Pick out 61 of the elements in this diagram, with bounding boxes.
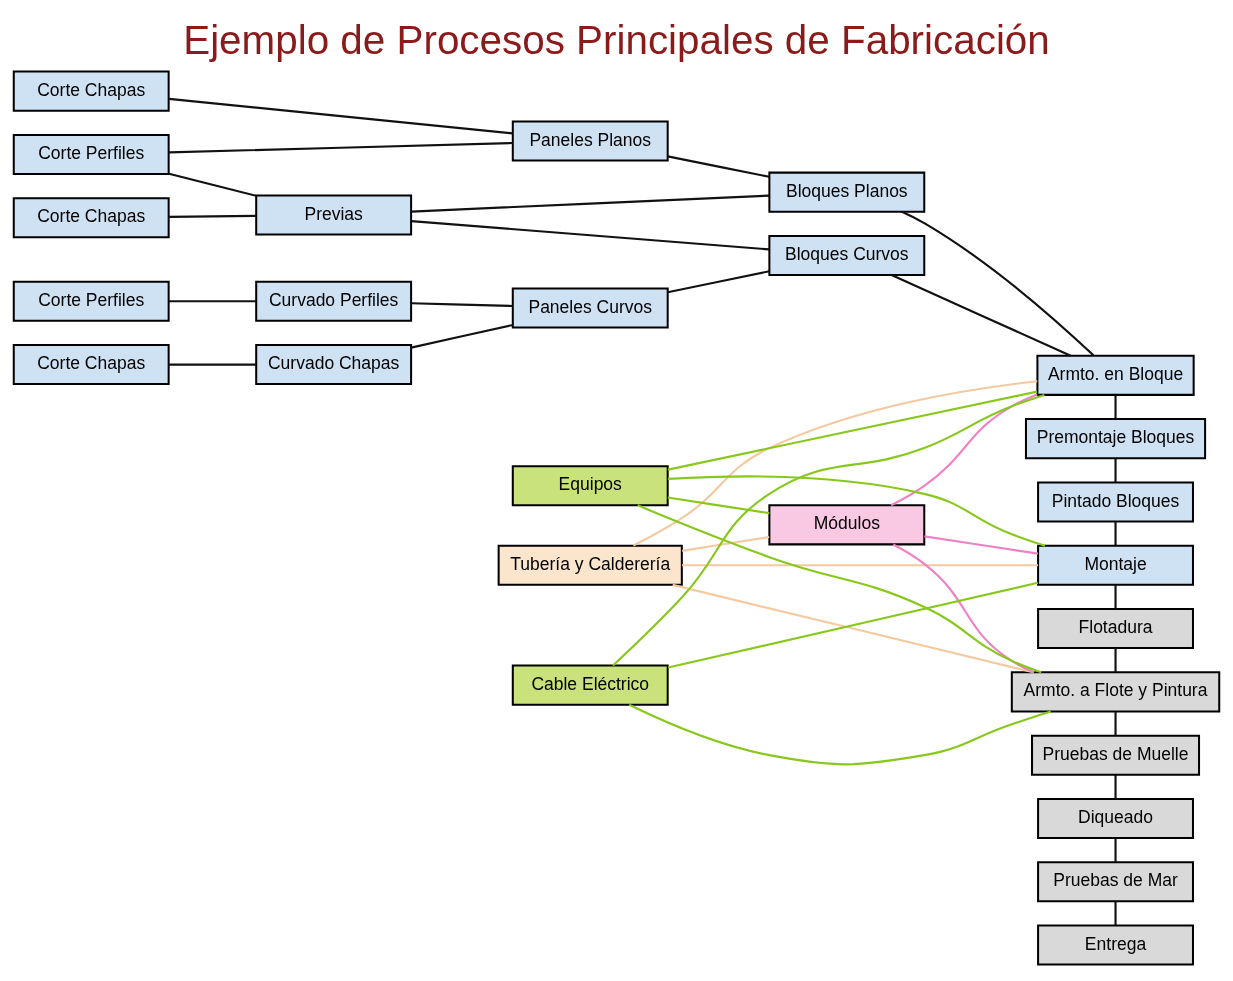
connector (892, 543, 1035, 674)
connector (1114, 774, 1117, 799)
connector (682, 535, 770, 552)
connector (890, 393, 1038, 507)
connector (168, 172, 257, 197)
connector (1114, 584, 1117, 609)
connector (901, 210, 1095, 357)
connector (924, 535, 1039, 555)
node-box: Curvado Chapas (255, 344, 413, 386)
node-box: Premontaje Bloques (1024, 418, 1207, 460)
node-box: Curvado Perfiles (255, 280, 413, 322)
connector (667, 390, 1038, 471)
node-box: Pruebas de Mar (1037, 861, 1194, 903)
diagram-title: Ejemplo de Procesos Principales de Fabricación (183, 17, 1050, 64)
connector (411, 302, 513, 308)
connector (169, 300, 257, 303)
node-box: Montaje (1037, 544, 1194, 586)
node-box: Diqueado (1037, 797, 1194, 839)
node-box: Corte Perfiles (12, 280, 170, 322)
node-box: Paneles Curvos (511, 287, 669, 329)
connector (667, 155, 770, 178)
node-box: Flotadura (1037, 608, 1194, 650)
node-box: Corte Perfiles (12, 133, 170, 175)
node-box: Pruebas de Muelle (1031, 734, 1201, 776)
node-box: Corte Chapas (12, 344, 170, 386)
node-box: Armto. en Bloque (1036, 354, 1195, 396)
connector (168, 97, 513, 135)
connector (1114, 901, 1117, 926)
connector (1114, 395, 1117, 419)
node-box: Bloques Curvos (768, 234, 926, 276)
node-box: Paneles Planos (511, 120, 669, 162)
node-box: Corte Chapas (12, 197, 170, 239)
connector (667, 475, 1046, 547)
connector (1114, 648, 1117, 673)
node-box: Entrega (1037, 924, 1194, 966)
connector (411, 220, 770, 251)
node-box: Módulos (768, 504, 926, 546)
node-box: Pintado Bloques (1037, 481, 1194, 523)
connector (1114, 838, 1117, 862)
connector (410, 323, 513, 349)
connector (1114, 458, 1117, 483)
connector (612, 393, 1045, 667)
connector (411, 194, 770, 213)
node-box: Armto. a Flote y Pintura (1010, 671, 1221, 713)
connector (667, 270, 770, 294)
connector (682, 564, 1038, 567)
connector (169, 214, 257, 218)
node-box: Corte Chapas (12, 70, 170, 112)
connector (1114, 711, 1117, 736)
node-box: Previas (255, 194, 413, 236)
connector (1114, 521, 1117, 546)
node-box: Equipos (511, 465, 669, 507)
node-box: Tubería y Calderería (497, 544, 683, 586)
node-box: Cable Eléctrico (511, 664, 669, 706)
connector (632, 380, 1038, 547)
connector (169, 363, 257, 366)
node-box: Bloques Planos (768, 171, 926, 213)
connector (667, 496, 770, 515)
connector (169, 141, 513, 154)
connector (891, 274, 1072, 357)
connector (637, 504, 1042, 674)
